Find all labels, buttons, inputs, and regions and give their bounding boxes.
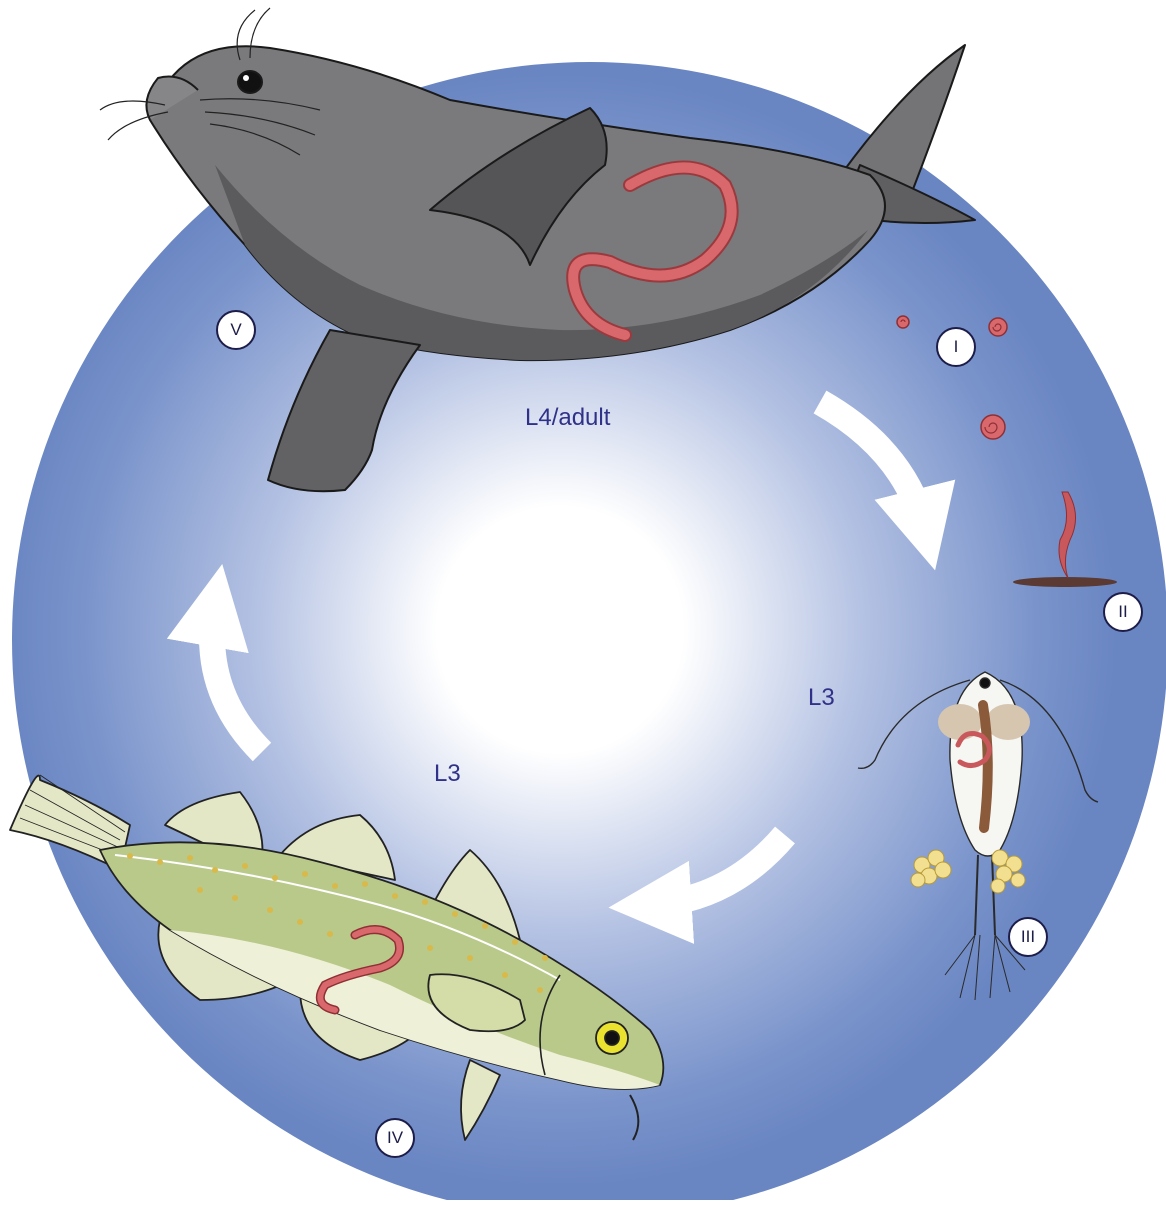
stage-label-ii: II: [1103, 592, 1143, 632]
copepod-eye: [980, 678, 990, 688]
stage-label-v: V: [216, 310, 256, 350]
seal-eye-highlight: [243, 75, 249, 81]
fish-pupil: [605, 1031, 619, 1045]
phase-label-adult: L4/adult: [525, 404, 610, 432]
copepod-gut: [983, 705, 988, 828]
phase-label-fish-l3: L3: [434, 760, 461, 788]
egg-2: [989, 318, 1007, 336]
phase-label-copepod-l3: L3: [808, 684, 835, 712]
copepod-organ-right: [986, 704, 1030, 740]
stage-label-i: I: [936, 327, 976, 367]
egg-1: [897, 316, 909, 328]
larva-sediment: [1013, 577, 1117, 587]
seal-eye: [238, 71, 262, 93]
stage-label-iii: III: [1008, 917, 1048, 957]
stage-label-iv: IV: [375, 1118, 415, 1158]
